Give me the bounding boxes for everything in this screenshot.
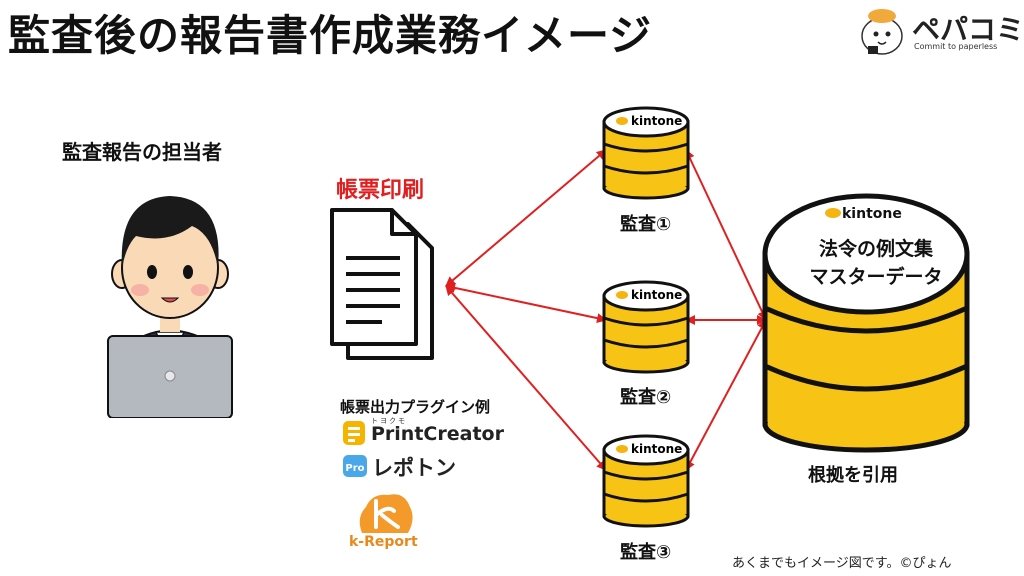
k-report-logo-icon [359,494,413,533]
arrow-audit1-master [685,149,767,321]
kintone-icon [616,445,628,453]
k-report-name: k-Report [349,534,418,550]
arrow-document-audit1 [445,149,607,287]
mascot-icon [861,9,903,55]
audit2-database: kintone [602,280,690,374]
audit3-database: kintone [602,434,690,528]
page-title: 監査後の報告書作成業務イメージ [8,11,653,60]
kintone-icon [616,117,628,125]
person-with-laptop-illustration [107,196,233,418]
kintone-icon [825,208,841,218]
repoton-badge: Pro [345,463,364,474]
arrow-audit3-master [685,319,767,471]
footnote: あくまでもイメージ図です。©ぴょん [732,556,952,571]
brand-logo [861,9,903,55]
audit3-label: 監査③ [620,542,672,563]
master-caption: 根拠を引用 [808,465,898,486]
document-label: 帳票印刷 [336,178,425,203]
printcreator-logo-icon [343,421,365,445]
audit1-brand: kintone [631,114,682,128]
audit3-brand: kintone [631,442,682,456]
master-brand: kintone [842,206,902,222]
repoton-name: レポトン [372,456,456,480]
repoton-logo-icon: Pro [343,455,367,477]
arrow-document-audit3 [445,285,607,471]
document-icon [330,208,434,360]
audit2-brand: kintone [631,288,682,302]
audit2-label: 監査② [620,387,672,408]
audit1-label: 監査① [620,214,672,235]
audit1-database: kintone [602,106,690,200]
master-database [762,193,970,453]
brand-name: ペパコミ [912,13,1024,46]
master-label-line1: 法令の例文集 [818,238,933,260]
master-label-line2: マスターデータ [809,266,943,288]
brand-tagline: Commit to paperless [914,42,998,51]
printcreator-ruby: トヨクモ [371,417,407,425]
kintone-icon [616,291,628,299]
person-label: 監査報告の担当者 [62,140,222,164]
